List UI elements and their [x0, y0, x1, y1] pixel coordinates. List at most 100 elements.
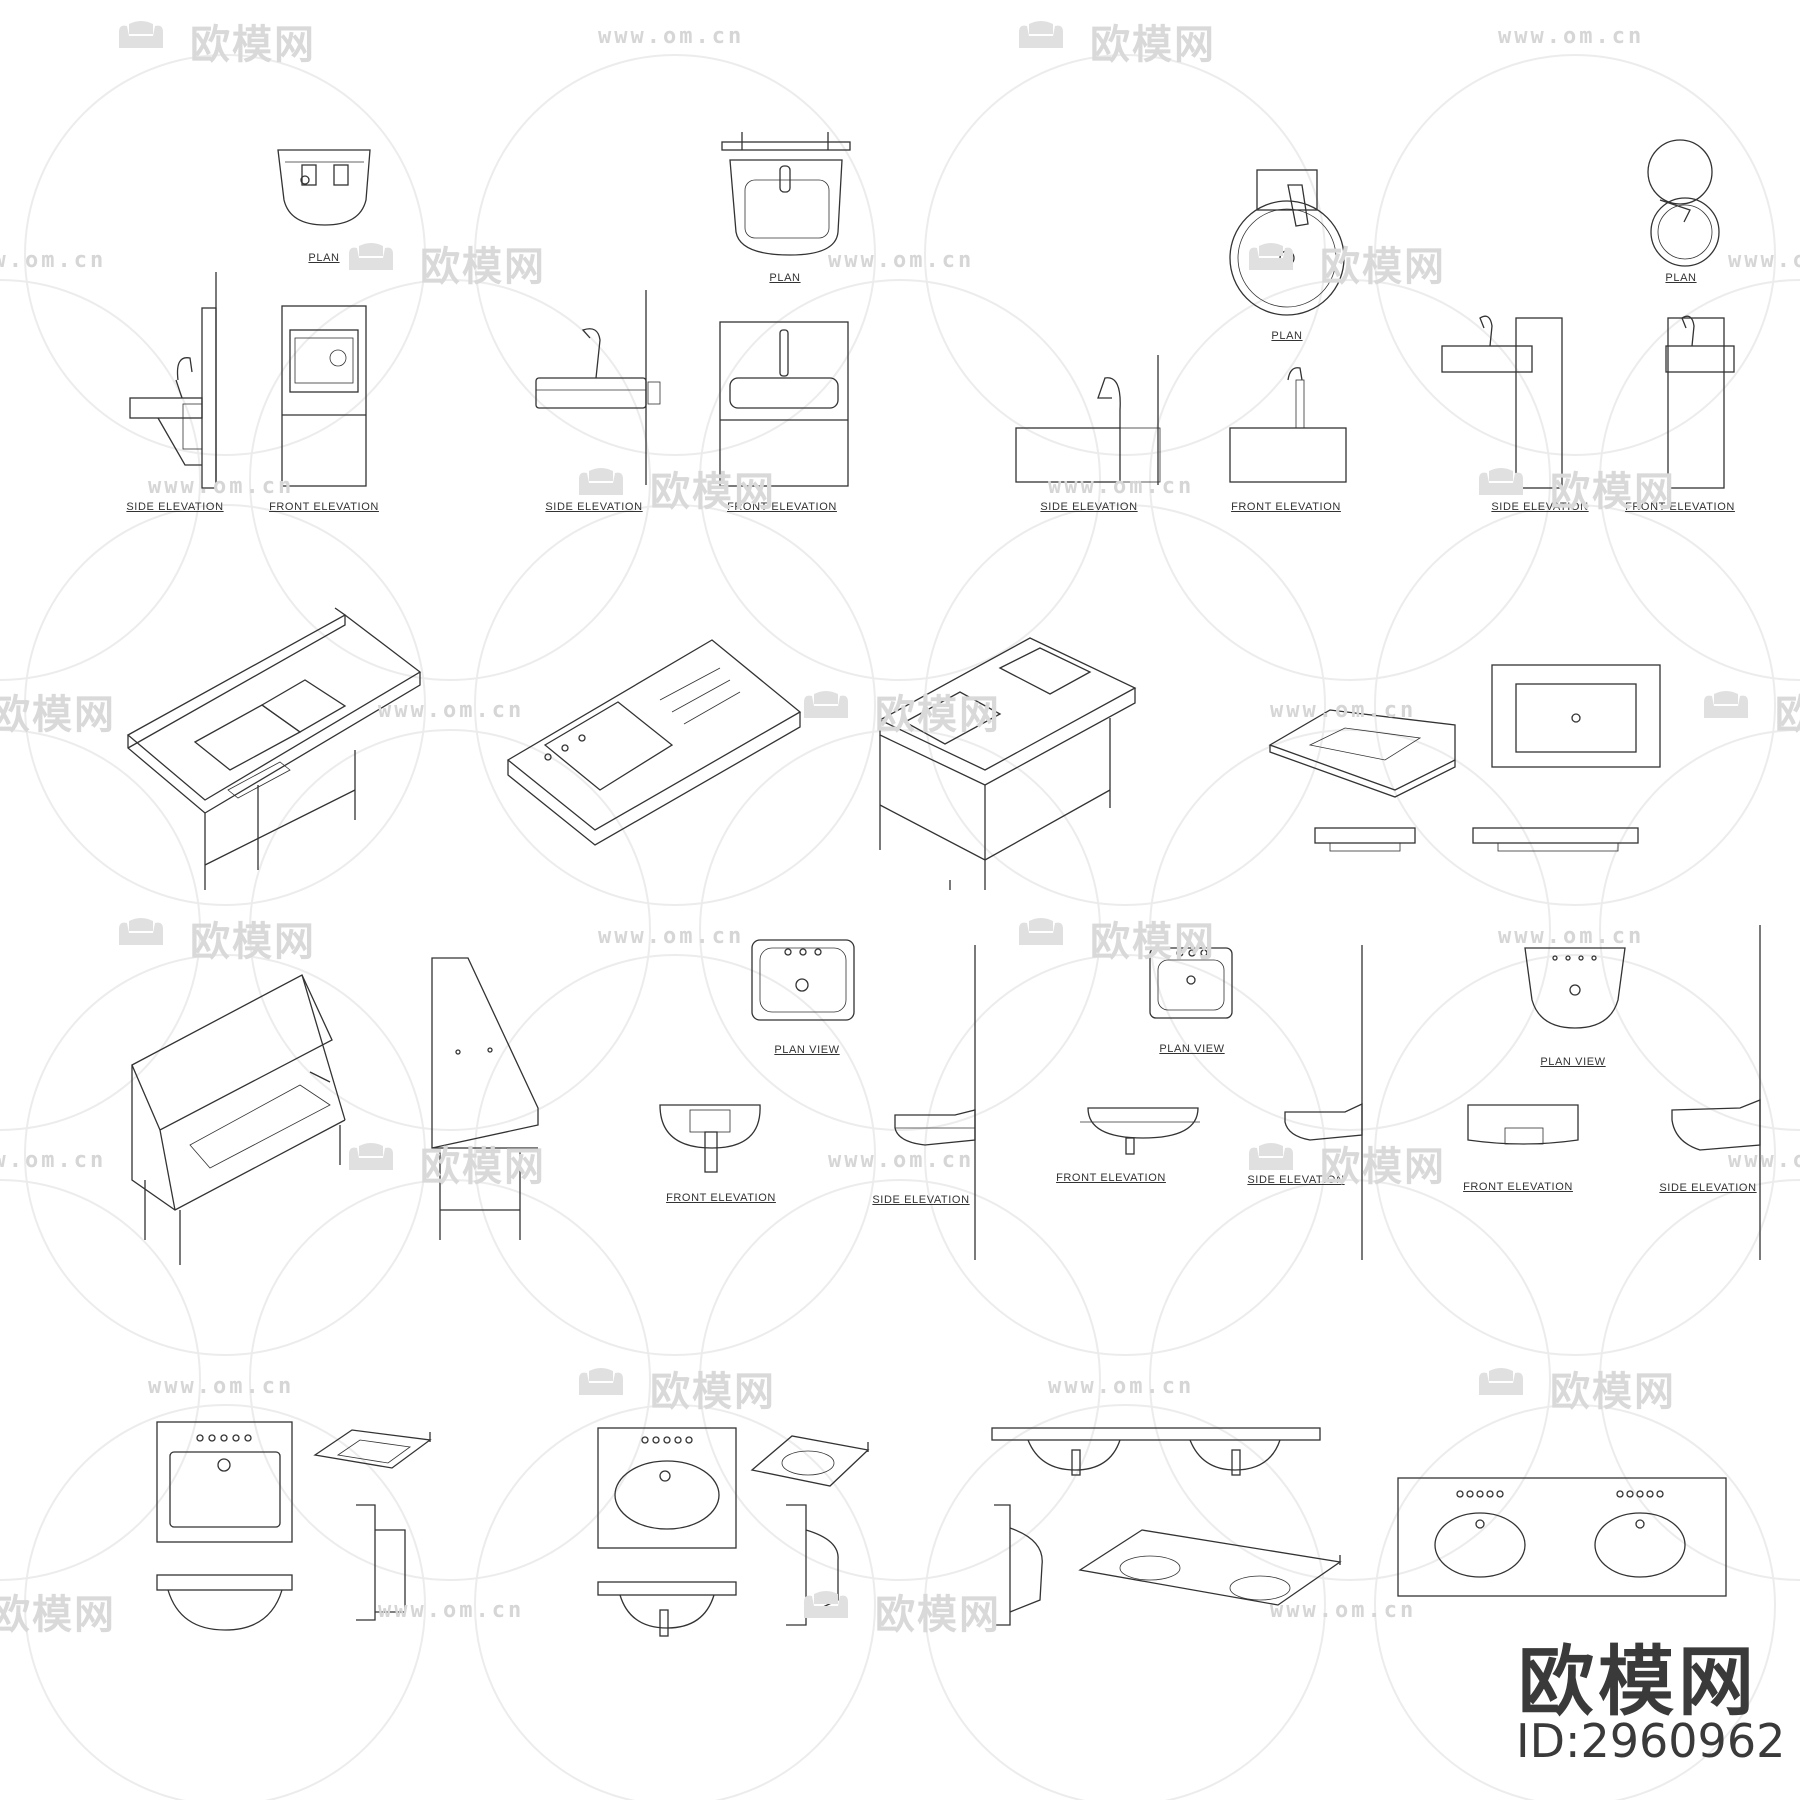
- drainboard-sink-iso: [506, 639, 802, 846]
- watermark-url: www.om.cn: [378, 698, 525, 723]
- vanity-top-plan-view: [1491, 664, 1661, 768]
- watermark-brand: 欧模网: [420, 244, 546, 290]
- plan-view-label: PLAN VIEW: [774, 1044, 840, 1056]
- watermark-url: www.om.cn: [0, 1148, 107, 1173]
- round-sink-front-elevation: [1229, 367, 1347, 483]
- lavatory-c-side-elevation: [1671, 925, 1761, 1260]
- column-sink-plan-view: [1647, 139, 1720, 267]
- lavatory-c-plan-view: [1524, 947, 1626, 1029]
- lavatory-c-front-elevation: [1467, 1104, 1579, 1145]
- front-elevation-label: FRONT ELEVATION: [269, 501, 379, 513]
- wash-basin-plan-view: [721, 132, 851, 256]
- lavatory-b-plan-view: [1149, 947, 1233, 1019]
- vanity-b-plan-view: [597, 1427, 737, 1549]
- side-elevation-label: SIDE ELEVATION: [1659, 1182, 1757, 1194]
- watermark-brand: 欧模网: [1090, 919, 1216, 965]
- plan-view-label: PLAN VIEW: [1159, 1043, 1225, 1055]
- double-vanity-front: [991, 1427, 1321, 1476]
- watermark-url: www.om.cn: [148, 1374, 295, 1399]
- wash-basin-front-elevation: [719, 321, 849, 487]
- utility-sink-side: [431, 957, 539, 1240]
- front-elevation-label: FRONT ELEVATION: [727, 501, 837, 513]
- lavatory-b-side-elevation: [1284, 945, 1363, 1260]
- sofa-watermark-icon: [1479, 1368, 1523, 1395]
- watermark-url: www.om.cn: [598, 924, 745, 949]
- vanity-b-side: [786, 1504, 839, 1626]
- watermark-url: www.om.cn: [1270, 698, 1417, 723]
- watermark-brand: 欧模网: [1775, 692, 1800, 738]
- front-elevation-label: FRONT ELEVATION: [666, 1192, 776, 1204]
- watermark-url: www.om.cn: [1498, 924, 1645, 949]
- watermark-url: www.om.cn: [1728, 248, 1800, 273]
- vanity-a-side: [356, 1504, 406, 1621]
- side-elevation-label: SIDE ELEVATION: [545, 501, 643, 513]
- lavatory-b-front-elevation: [1080, 1107, 1200, 1155]
- sofa-watermark-icon: [579, 468, 623, 495]
- lavatory-a-side-elevation: [894, 945, 976, 1260]
- watermark-url: www.om.cn: [1498, 24, 1645, 49]
- side-elevation-label: SIDE ELEVATION: [872, 1194, 970, 1206]
- sofa-watermark-icon: [349, 1143, 393, 1170]
- watermark-brand: 欧模网: [0, 692, 116, 738]
- double-bowl-sink-iso: [126, 607, 422, 890]
- fountain-side-elevation: [129, 272, 217, 489]
- watermark-url: www.om.cn: [828, 248, 975, 273]
- sofa-watermark-icon: [579, 1368, 623, 1395]
- round-sink-side-elevation: [1015, 355, 1161, 485]
- watermark-brand: 欧模网: [650, 469, 776, 515]
- watermark-brand: 欧模网: [1550, 1369, 1676, 1415]
- sofa-watermark-icon: [349, 243, 393, 270]
- sofa-watermark-icon: [119, 918, 163, 945]
- watermark-brand: 欧模网: [190, 919, 316, 965]
- column-sink-front-elevation: [1665, 315, 1735, 489]
- sofa-watermark-icon: [804, 1591, 848, 1618]
- double-vanity-plan-view: [1397, 1477, 1727, 1597]
- watermark-url: www.om.cn: [378, 1598, 525, 1623]
- watermark-url: www.om.cn: [598, 24, 745, 49]
- watermark-brand: 欧模网: [190, 22, 316, 68]
- sofa-watermark-icon: [1249, 1143, 1293, 1170]
- sofa-watermark-icon: [804, 691, 848, 718]
- side-elevation-label: SIDE ELEVATION: [126, 501, 224, 513]
- watermark-url: www.om.cn: [148, 474, 295, 499]
- fountain-front-elevation: [281, 305, 367, 487]
- watermark-brand: 欧模网: [1090, 22, 1216, 68]
- front-elevation-label: FRONT ELEVATION: [1463, 1181, 1573, 1193]
- side-elevation-label: SIDE ELEVATION: [1247, 1174, 1345, 1186]
- watermark-brand: 欧模网: [0, 1592, 116, 1638]
- sofa-watermark-icon: [1249, 243, 1293, 270]
- vanity-a-iso: [313, 1429, 432, 1469]
- vanity-a-plan-view: [156, 1421, 293, 1543]
- watermark-brand: 欧模网: [875, 1592, 1001, 1638]
- watermark-url: www.om.cn: [1728, 1148, 1800, 1173]
- watermark-url: www.om.cn: [1270, 1598, 1417, 1623]
- watermark-url: www.om.cn: [828, 1148, 975, 1173]
- plan-view-label: PLAN VIEW: [1540, 1056, 1606, 1068]
- vanity-b-front: [597, 1581, 737, 1637]
- lavatory-a-plan-view: [751, 939, 855, 1021]
- watermark-url: www.om.cn: [1048, 474, 1195, 499]
- watermark-brand: 欧模网: [1320, 1144, 1446, 1190]
- sofa-watermark-icon: [1019, 21, 1063, 48]
- double-vanity-side: [994, 1504, 1043, 1626]
- watermark-brand: 欧模网: [420, 1144, 546, 1190]
- sofa-watermark-icon: [119, 21, 163, 48]
- double-vanity-iso: [1078, 1529, 1342, 1606]
- sofa-watermark-icon: [1019, 918, 1063, 945]
- prep-sink-cabinet-iso: [878, 637, 1137, 890]
- plan-label: PLAN: [1665, 272, 1697, 284]
- plan-label: PLAN: [1271, 330, 1303, 342]
- wash-basin-side-elevation: [535, 290, 661, 485]
- watermark-url: www.om.cn: [1048, 1374, 1195, 1399]
- front-elevation-label: FRONT ELEVATION: [1231, 501, 1341, 513]
- model-id: ID:2960962: [1516, 1714, 1786, 1768]
- vanity-top-iso: [1268, 709, 1456, 798]
- utility-sink-iso: [131, 974, 346, 1265]
- watermark-brand: 欧模网: [650, 1369, 776, 1415]
- watermark-url: www.om.cn: [0, 248, 107, 273]
- side-elevation-label: SIDE ELEVATION: [1491, 501, 1589, 513]
- sofa-watermark-icon: [1704, 691, 1748, 718]
